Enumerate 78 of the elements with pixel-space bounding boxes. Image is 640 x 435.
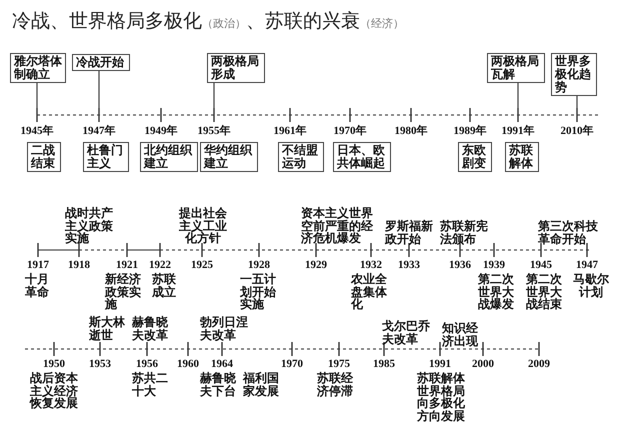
leader-line [36,83,38,115]
event-box: 日本、欧共体崛起 [333,142,391,172]
year-label: 1933 [397,259,421,272]
event-label: 第二次世界大战结束 [526,273,563,310]
event-label: 赫鲁晓夫下台 [200,372,237,397]
event-box: 不结盟运动 [278,142,324,172]
event-box: 北约组织建立 [140,142,198,172]
event-box: 苏联解体 [505,142,539,172]
event-label: 斯大林逝世 [89,316,126,341]
event-label: 十月革命 [25,273,50,298]
leader-line [517,83,519,115]
year-label: 1989年 [452,125,488,138]
year-label: 1970 [280,358,304,370]
year-label: 1922 [148,259,172,272]
event-label: 苏联解体世界格局向多极化方向发展 [417,372,466,422]
event-label: 苏共二十大 [132,372,169,397]
year-label: 2000 [471,358,495,370]
year-label: 1928 [247,259,271,272]
year-label: 1945年 [20,125,54,138]
year-label: 1956 [135,358,159,370]
leader-line [576,96,578,115]
year-label: 2010年 [560,125,594,138]
year-label: 1991年 [500,125,536,138]
event-label: 马歇尔计划 [572,273,610,298]
year-label: 1932 [359,259,383,272]
event-box: 雅尔塔体制确立 [10,53,66,83]
year-label: 1925 [190,259,214,272]
event-box: 两极格局形成 [207,53,265,83]
year-label: 1939 [482,259,506,272]
event-label: 农业全盘集体化 [351,273,388,310]
year-label: 1955年 [196,125,232,138]
event-label: 战时共产主义政策实施 [65,207,114,244]
event-box: 世界多极化趋势 [551,53,597,96]
year-label: 1975 [327,358,351,370]
event-box: 东欧剧变 [458,142,492,172]
event-label: 资本主义世界空前严重的经济危机爆发 [301,207,374,244]
event-box: 二战结束 [27,142,61,172]
event-label: 一五计划开始实施 [240,273,277,310]
event-box: 杜鲁门主义 [83,142,129,172]
event-box: 两极格局瓦解 [487,53,545,83]
event-label: 战后资本主义经济恢复发展 [30,372,79,410]
year-label: 1964 [210,358,234,370]
year-label: 2009 [527,358,551,370]
year-label: 1921 [115,259,139,272]
event-label: 第三次科技革命开始 [538,220,599,245]
leader-line [213,83,215,115]
event-label: 赫鲁晓夫改革 [132,316,169,341]
year-label: 1936 [448,259,472,272]
event-box: 华约组织建立 [200,142,258,172]
year-label: 1970年 [332,125,368,138]
year-label: 1961年 [272,125,308,138]
event-label: 苏联成立 [152,273,177,298]
event-label: 罗斯福新政开始 [385,220,434,245]
event-label: 苏联经济停滞 [317,372,354,397]
year-label: 1949年 [144,125,178,138]
year-label: 1985 [372,358,396,370]
title: 冷战、世界格局多极化（政治）、苏联的兴衰（经济） [12,9,404,34]
event-label: 福利国家发展 [243,372,280,397]
year-label: 1945 [529,259,553,272]
event-label: 第二次世界大战爆发 [478,273,515,310]
event-label: 戈尔巴乔夫改革 [382,320,431,345]
year-label: 1947 [575,259,599,272]
event-box: 冷战开始 [72,54,130,71]
event-label: 勃列日涅夫改革 [200,316,249,341]
leader-line [98,71,100,115]
event-label: 提出社会主义工业化方针 [178,207,228,244]
year-label: 1918 [67,259,91,272]
year-label: 1980年 [394,125,428,138]
year-label: 1960 [176,358,200,370]
year-label: 1953 [88,358,112,370]
year-label: 1929 [304,259,328,272]
year-label: 1917 [26,259,50,272]
event-label: 知识经济出现 [442,322,479,347]
year-label: 1991 [428,358,452,370]
event-label: 苏联新宪法颁布 [440,220,489,245]
year-label: 1950 [42,358,66,370]
year-label: 1947年 [82,125,116,138]
event-label: 新经济政策实施 [105,273,142,310]
